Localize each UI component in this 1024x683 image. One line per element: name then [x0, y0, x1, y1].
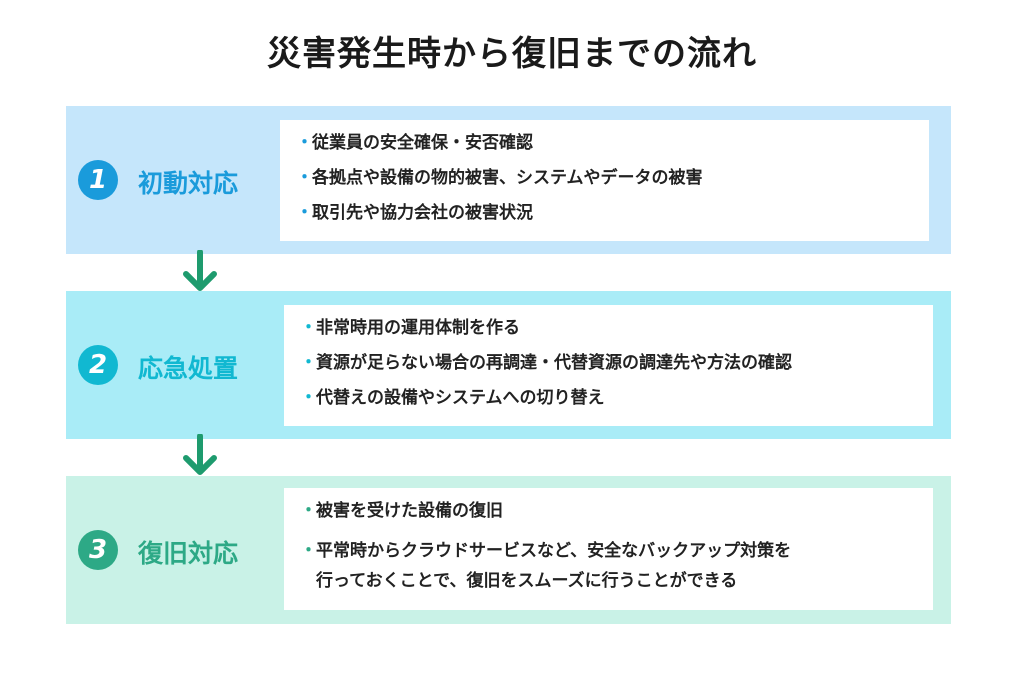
step-details-list: ・被害を受けた設備の復旧 ・平常時からクラウドサービスなど、安全なバックアップ対… — [300, 498, 919, 594]
step-initial-response: 1 初動対応 ・従業員の安全確保・安否確認 ・各拠点や設備の物的被害、システムや… — [66, 106, 951, 254]
list-item: ・資源が足らない場合の再調達・代替資源の調達先や方法の確認 — [300, 353, 792, 373]
step-emergency-measures: 2 応急処置 ・非常時用の運用体制を作る ・資源が足らない場合の再調達・代替資源… — [66, 291, 951, 439]
list-item: ・各拠点や設備の物的被害、システムやデータの被害 — [296, 168, 703, 188]
step-details-list: ・従業員の安全確保・安否確認 ・各拠点や設備の物的被害、システムやデータの被害 … — [296, 130, 915, 226]
step-details-card: ・従業員の安全確保・安否確認 ・各拠点や設備の物的被害、システムやデータの被害 … — [280, 120, 929, 241]
list-item: ・代替えの設備やシステムへの切り替え — [300, 388, 605, 408]
list-item: ・平常時からクラウドサービスなど、安全なバックアップ対策を — [300, 541, 792, 561]
step-recovery-response: 3 復旧対応 ・被害を受けた設備の復旧 ・平常時からクラウドサービスなど、安全な… — [66, 476, 951, 624]
down-arrow-icon — [183, 434, 217, 475]
step-label: 復旧対応 — [138, 539, 239, 568]
list-item: ・従業員の安全確保・安否確認 — [296, 133, 533, 153]
step-details-card: ・被害を受けた設備の復旧 ・平常時からクラウドサービスなど、安全なバックアップ対… — [284, 488, 933, 610]
list-item: ・被害を受けた設備の復旧 — [300, 501, 503, 521]
list-item: ・取引先や協力会社の被害状況 — [296, 203, 533, 223]
step-number-badge: 1 — [78, 160, 118, 200]
step-label: 応急処置 — [138, 354, 239, 383]
down-arrow-icon — [183, 250, 217, 291]
page-title: 災害発生時から復旧までの流れ — [267, 34, 757, 74]
step-details-card: ・非常時用の運用体制を作る ・資源が足らない場合の再調達・代替資源の調達先や方法… — [284, 305, 933, 426]
step-label: 初動対応 — [138, 169, 239, 198]
list-item-continuation: 行っておくことで、復旧をスムーズに行うことができる — [316, 571, 738, 591]
step-details-list: ・非常時用の運用体制を作る ・資源が足らない場合の再調達・代替資源の調達先や方法… — [300, 315, 919, 411]
step-number-badge: 2 — [78, 345, 118, 385]
list-item: ・非常時用の運用体制を作る — [300, 318, 520, 338]
step-number-badge: 3 — [78, 530, 118, 570]
